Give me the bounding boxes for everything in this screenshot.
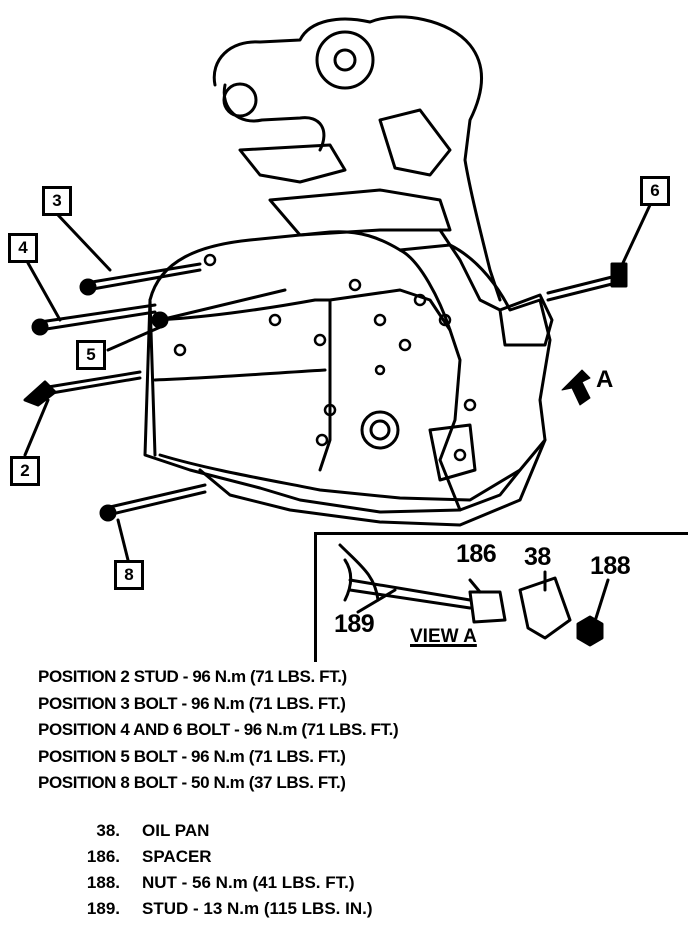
legend-text: OIL PAN <box>142 821 210 840</box>
legend-number: 189. <box>86 899 120 918</box>
torque-spec-item: POSITION 3 BOLT - 96 N.m (71 LBS. FT.) <box>38 693 346 713</box>
legend-text: SPACER <box>142 847 212 866</box>
torque-spec-item: POSITION 5 BOLT - 96 N.m (71 LBS. FT.) <box>38 746 346 766</box>
legend-row: 186. SPACER <box>30 844 373 870</box>
label-188: 188 <box>590 552 631 580</box>
parts-legend: 38. OIL PAN 186. SPACER 188. NUT - 56 N.… <box>30 818 373 922</box>
stud-2 <box>23 370 142 457</box>
view-a-arrow <box>561 369 591 406</box>
torque-spec-list: POSITION 2 STUD - 96 N.m (71 LBS. FT.) P… <box>38 664 399 797</box>
view-a-detail <box>338 543 610 647</box>
torque-spec-item: POSITION 4 AND 6 BOLT - 96 N.m (71 LBS. … <box>38 720 399 739</box>
legend-text: NUT - 56 N.m (41 LBS. FT.) <box>142 873 355 892</box>
transmission-illustration <box>23 15 652 647</box>
bolt-3 <box>56 213 202 296</box>
callout-6: 6 <box>640 176 670 206</box>
callout-8: 8 <box>114 560 144 590</box>
legend-number: 38. <box>96 821 120 840</box>
transmission-case <box>143 230 552 514</box>
arrow-a-label: A <box>596 366 613 393</box>
legend-row: 189. STUD - 13 N.m (115 LBS. IN.) <box>30 896 373 922</box>
engine-pulley <box>315 30 375 90</box>
legend-row: 188. NUT - 56 N.m (41 LBS. FT.) <box>30 870 373 896</box>
label-38: 38 <box>524 543 551 571</box>
callout-4: 4 <box>8 233 38 263</box>
legend-number: 186. <box>86 847 120 866</box>
bolt-5 <box>106 288 287 352</box>
callout-5: 5 <box>76 340 106 370</box>
engine-outline <box>212 15 502 302</box>
label-189: 189 <box>334 610 375 638</box>
callout-2: 2 <box>10 456 40 486</box>
callout-3: 3 <box>42 186 72 216</box>
drain-plug <box>360 410 400 450</box>
torque-spec-item: POSITION 8 BOLT - 50 N.m (37 LBS. FT.) <box>38 773 346 792</box>
view-a-title: VIEW A <box>410 626 477 647</box>
view-a-frame <box>314 532 688 662</box>
legend-number: 188. <box>86 873 120 892</box>
bolt-8 <box>99 483 207 562</box>
bolt-6 <box>546 203 652 302</box>
bolt-4 <box>26 261 157 336</box>
legend-text: STUD - 13 N.m (115 LBS. IN.) <box>142 899 373 918</box>
label-186: 186 <box>456 540 497 568</box>
nut-188 <box>576 615 604 647</box>
torque-spec-item: POSITION 2 STUD - 96 N.m (71 LBS. FT.) <box>38 667 347 686</box>
legend-row: 38. OIL PAN <box>30 818 373 844</box>
